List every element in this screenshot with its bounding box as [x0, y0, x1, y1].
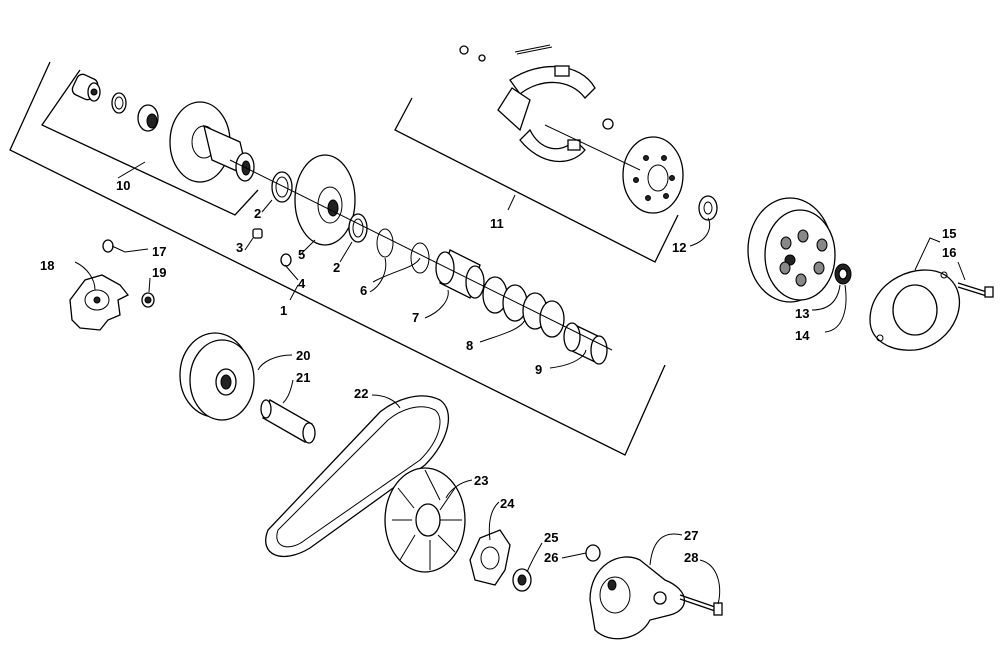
roller-19	[141, 292, 155, 308]
needle-bearing	[137, 104, 159, 132]
clutch-bell-13	[747, 197, 836, 303]
callout-9: 9	[535, 362, 542, 377]
callout-26: 26	[544, 550, 558, 565]
pin-3	[252, 228, 263, 239]
callout-27: 27	[684, 528, 698, 543]
callout-24: 24	[500, 496, 515, 511]
callout-25: 25	[544, 530, 558, 545]
callout-2-lower: 2	[333, 260, 340, 275]
bearing-outer	[71, 73, 101, 102]
cover-plate-15	[869, 269, 961, 351]
guide-sleeve-7	[435, 249, 485, 299]
callout-11: 11	[490, 216, 504, 231]
movable-face	[294, 154, 356, 246]
callout-13: 13	[795, 306, 809, 321]
cam-plate-18	[69, 274, 130, 331]
o-ring-2-upper	[271, 171, 293, 203]
leader-lines	[74, 161, 966, 605]
drive-belt-22	[265, 395, 450, 557]
callout-4: 4	[298, 276, 306, 291]
callout-8: 8	[466, 338, 473, 353]
fan-23	[384, 467, 466, 573]
snap-ring	[111, 92, 127, 114]
callout-1: 1	[280, 303, 287, 318]
roller-4	[280, 253, 292, 267]
nut-14	[834, 263, 852, 285]
bolt-16	[957, 282, 994, 298]
nut-12	[698, 195, 718, 221]
ramp-plate-24	[469, 529, 511, 586]
callout-5: 5	[298, 247, 305, 262]
callout-22: 22	[354, 386, 368, 401]
callout-6: 6	[360, 283, 367, 298]
callout-3: 3	[236, 240, 243, 255]
seal-6	[376, 228, 430, 274]
callout-19: 19	[152, 265, 166, 280]
callout-20: 20	[296, 348, 310, 363]
group-1-bracket	[9, 61, 666, 456]
side-cover-27	[589, 556, 686, 640]
callout-18: 18	[40, 258, 54, 273]
washer-25	[512, 568, 532, 592]
callout-17: 17	[152, 244, 166, 259]
callout-12: 12	[672, 240, 686, 255]
drive-pulley-20	[179, 332, 255, 421]
spring-8	[482, 276, 565, 338]
callout-21: 21	[296, 370, 310, 385]
clutch-shoes	[497, 65, 596, 163]
collar-21	[260, 399, 316, 444]
callout-28: 28	[684, 550, 698, 565]
clutch-plate	[622, 136, 684, 214]
callout-16: 16	[942, 245, 956, 260]
callout-10: 10	[116, 178, 130, 193]
bolt-28	[679, 594, 723, 616]
group-11-bracket	[394, 97, 679, 263]
clutch-springs	[514, 44, 553, 55]
callout-23: 23	[474, 473, 488, 488]
spring-seat-9	[563, 322, 608, 365]
driven-face-shaft	[169, 101, 255, 183]
callout-7: 7	[412, 310, 419, 325]
callout-14: 14	[795, 328, 810, 343]
callout-15: 15	[942, 226, 956, 241]
nut-26	[585, 544, 601, 562]
callout-labels: 10 2 3 5 2 4 1 6 7 8 9 11 12 13 14 15 16…	[40, 178, 956, 565]
callout-2-upper: 2	[254, 206, 261, 221]
slider-17	[102, 239, 114, 253]
group-10-bracket	[41, 69, 259, 216]
clutch-nuts	[459, 45, 614, 130]
o-ring-2-lower	[348, 213, 368, 243]
